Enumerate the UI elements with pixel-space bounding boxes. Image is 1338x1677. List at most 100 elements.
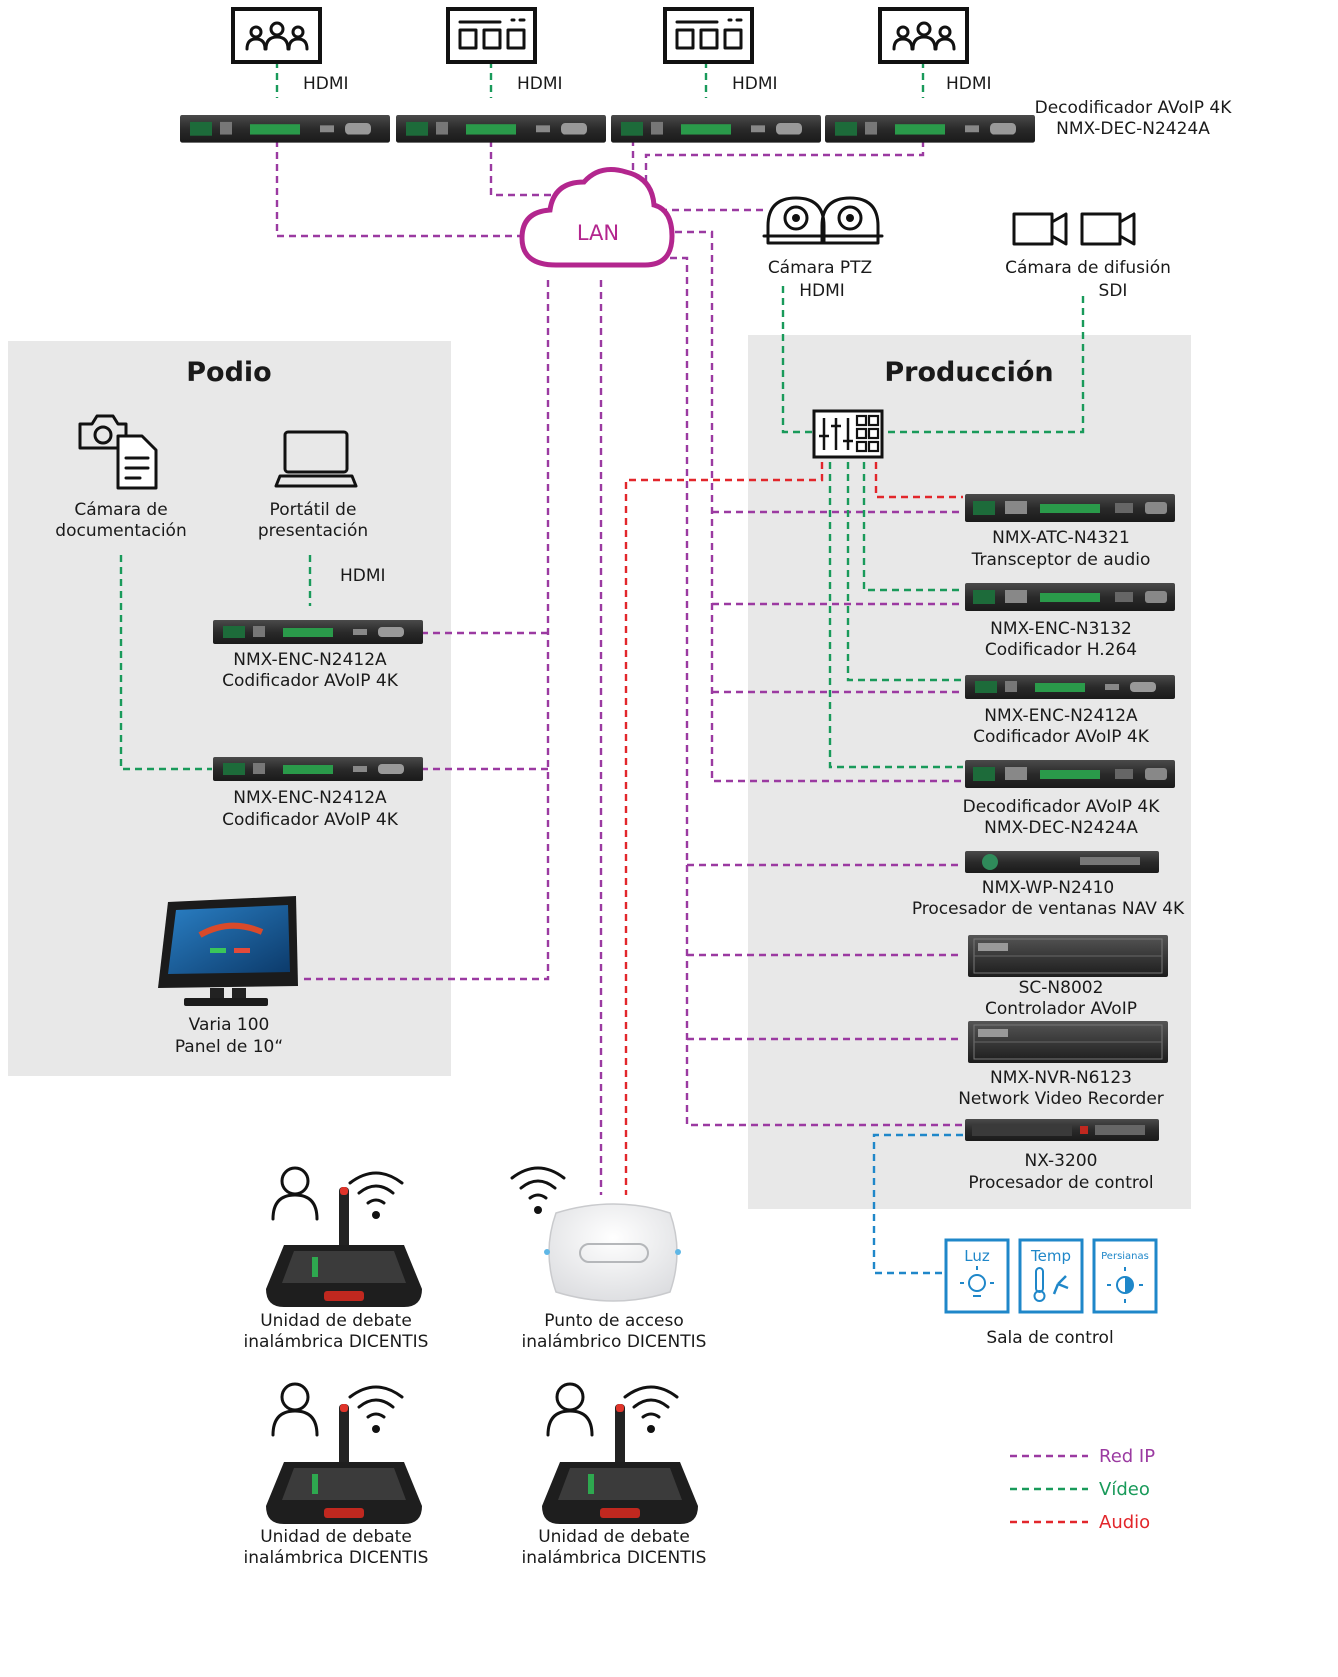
- discussion-unit-sublabel: inalámbrica DICENTIS: [244, 1332, 429, 1352]
- decoder-device: [825, 115, 1035, 143]
- device-label: NMX-ENC-N2412A: [984, 706, 1138, 726]
- control-link: [872, 1133, 963, 1275]
- podium-encoder-1-label: NMX-ENC-N2412A: [233, 650, 387, 670]
- discussion-unit-label: Unidad de debate: [260, 1527, 412, 1547]
- discussion-unit-label: Unidad de debate: [538, 1527, 690, 1547]
- wifi-icon: [348, 1385, 404, 1435]
- ptz-camera-icon: [816, 196, 884, 245]
- device-sublabel: Network Video Recorder: [958, 1089, 1164, 1109]
- discussion-unit-image: [266, 1187, 422, 1307]
- video-switcher-icon: [812, 409, 884, 459]
- broadcast-camera-sublabel: SDI: [1099, 281, 1128, 301]
- control-tile-temp: Temp: [1018, 1238, 1084, 1314]
- person-icon: [271, 1382, 319, 1437]
- audio-transceiver-device: [965, 494, 1175, 522]
- top-display-2: [446, 7, 537, 64]
- device-sublabel: NMX-DEC-N2424A: [984, 818, 1138, 838]
- avoip-controller-device: [967, 934, 1169, 978]
- doc-camera-sublabel: documentación: [55, 521, 186, 541]
- top-decoder-label-line2: NMX-DEC-N2424A: [1056, 119, 1210, 139]
- avoip-decoder-device: [965, 760, 1175, 788]
- light-bulb-icon: [960, 1266, 994, 1297]
- laptop-label: Portátil de: [270, 500, 357, 520]
- people-icon: [892, 21, 956, 51]
- podium-encoder-1: [213, 620, 423, 644]
- control-tile-label: Temp: [1030, 1247, 1071, 1265]
- thermometer-fan-icon: [1033, 1267, 1069, 1302]
- control-tile-label: Persianas: [1101, 1251, 1149, 1262]
- control-room-label: Sala de control: [986, 1328, 1113, 1348]
- ptz-camera-label: Cámara PTZ: [768, 258, 872, 278]
- discussion-unit-image: [266, 1404, 422, 1524]
- device-sublabel: Controlador AVoIP: [985, 999, 1137, 1019]
- decoder-device: [396, 115, 606, 143]
- video-links: [119, 49, 1085, 771]
- lan-label: LAN: [577, 221, 619, 245]
- video-wall-icon: [675, 18, 743, 50]
- document-camera-icon: [78, 414, 158, 490]
- device-sublabel: Transceptor de audio: [971, 550, 1151, 570]
- wifi-icon: [623, 1385, 679, 1435]
- video-wall-icon: [458, 18, 526, 50]
- window-processor-device: [965, 851, 1159, 873]
- hdmi-label: HDMI: [303, 74, 349, 94]
- legend-audio-label: Audio: [1099, 1512, 1150, 1533]
- laptop-icon: [274, 430, 358, 488]
- access-point-label: Punto de acceso: [544, 1311, 683, 1331]
- panel-label: Varia 100: [189, 1015, 270, 1035]
- ip-network-links: [275, 128, 963, 1195]
- podium-encoder-1-sublabel: Codificador AVoIP 4K: [222, 671, 399, 691]
- podium-encoder-2-sublabel: Codificador AVoIP 4K: [222, 810, 399, 830]
- legend-ip-label: Red IP: [1099, 1446, 1155, 1467]
- panel-sublabel: Panel de 10“: [175, 1037, 283, 1057]
- legend: Red IP Vídeo Audio: [1010, 1446, 1155, 1533]
- device-sublabel: Procesador de ventanas NAV 4K: [912, 899, 1185, 919]
- discussion-unit-label: Unidad de debate: [260, 1311, 412, 1331]
- person-icon: [271, 1166, 319, 1221]
- lan-cloud: LAN: [519, 167, 675, 268]
- broadcast-camera-label: Cámara de difusión: [1005, 258, 1171, 278]
- top-display-4: [878, 7, 969, 64]
- access-point-image: [544, 1203, 681, 1302]
- discussion-unit-sublabel: inalámbrica DICENTIS: [522, 1548, 707, 1568]
- device-label: Decodificador AVoIP 4K: [963, 797, 1161, 817]
- top-display-3: [663, 7, 754, 64]
- varia-panel-image: [158, 896, 298, 1006]
- legend-video-label: Vídeo: [1099, 1479, 1150, 1500]
- podium-encoder-2-label: NMX-ENC-N2412A: [233, 788, 387, 808]
- wifi-icon: [510, 1166, 566, 1216]
- control-tile-light: Luz: [944, 1238, 1010, 1314]
- top-decoder-label-line1: Decodificador AVoIP 4K: [1035, 98, 1233, 118]
- device-label: NMX-WP-N2410: [982, 878, 1114, 898]
- nvr-device: [967, 1020, 1169, 1064]
- device-label: SC-N8002: [1019, 978, 1104, 998]
- discussion-unit-image: [542, 1404, 698, 1524]
- device-sublabel: Procesador de control: [968, 1173, 1153, 1193]
- sun-shade-icon: [1107, 1267, 1143, 1303]
- top-display-1: [231, 7, 322, 64]
- doc-camera-label: Cámara de: [74, 500, 167, 520]
- device-label: NMX-ATC-N4321: [992, 528, 1130, 548]
- podium-title: Podio: [186, 357, 271, 388]
- h264-encoder-device: [965, 583, 1175, 611]
- discussion-unit-sublabel: inalámbrica DICENTIS: [244, 1548, 429, 1568]
- device-sublabel: Codificador AVoIP 4K: [973, 727, 1150, 747]
- device-label: NMX-ENC-N3132: [990, 619, 1132, 639]
- laptop-sublabel: presentación: [258, 521, 368, 541]
- decoder-device: [611, 115, 821, 143]
- control-tile-label: Luz: [964, 1247, 990, 1265]
- avoip-encoder-device: [965, 675, 1175, 699]
- device-label: NMX-NVR-N6123: [990, 1068, 1132, 1088]
- access-point-sublabel: inalámbrico DICENTIS: [522, 1332, 707, 1352]
- device-sublabel: Codificador H.264: [985, 640, 1137, 660]
- decoder-device: [180, 115, 390, 143]
- control-tile-blinds: Persianas: [1092, 1238, 1158, 1314]
- people-icon: [245, 21, 309, 51]
- hdmi-label: HDMI: [517, 74, 563, 94]
- broadcast-camera-icon: [1080, 212, 1136, 246]
- podium-hdmi-label: HDMI: [340, 566, 386, 586]
- device-label: NX-3200: [1025, 1151, 1098, 1171]
- ptz-camera-sublabel: HDMI: [799, 281, 845, 301]
- wifi-icon: [348, 1171, 404, 1221]
